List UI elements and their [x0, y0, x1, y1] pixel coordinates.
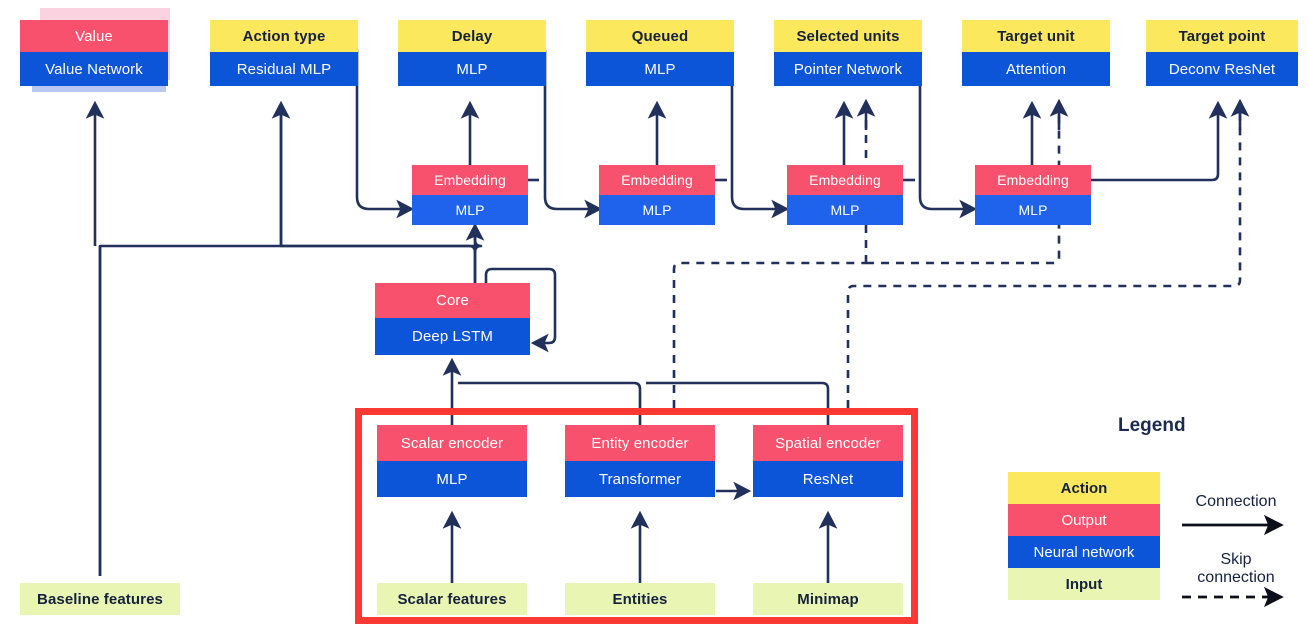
head-target-point-network-label: Deconv ResNet — [1146, 52, 1298, 86]
core-output-label: Core — [375, 283, 530, 318]
encoder-spatial-output-label: Spatial encoder — [753, 425, 903, 461]
head-target-point-action-label: Target point — [1146, 20, 1298, 52]
embedding-4[interactable]: Embedding MLP — [975, 165, 1091, 225]
embedding-2[interactable]: Embedding MLP — [599, 165, 715, 225]
embedding-1-network-label: MLP — [412, 195, 528, 225]
head-target-point[interactable]: Target point Deconv ResNet — [1146, 20, 1298, 86]
head-selected-units-network-label: Pointer Network — [774, 52, 922, 86]
legend-swatch-stack: Action Output Neural network Input — [1008, 472, 1160, 600]
head-delay-action-label: Delay — [398, 20, 546, 52]
head-value-action-label: Value — [20, 20, 168, 52]
input-entities[interactable]: Entities — [565, 583, 715, 615]
embedding-1-output-label: Embedding — [412, 165, 528, 195]
encoder-scalar[interactable]: Scalar encoder MLP — [377, 425, 527, 497]
legend-arrows — [1182, 514, 1284, 608]
encoder-entity[interactable]: Entity encoder Transformer — [565, 425, 715, 497]
encoder-spatial[interactable]: Spatial encoder ResNet — [753, 425, 903, 497]
head-delay[interactable]: Delay MLP — [398, 20, 546, 86]
embedding-3-network-label: MLP — [787, 195, 903, 225]
input-scalar-features-label: Scalar features — [377, 583, 527, 615]
encoder-entity-output-label: Entity encoder — [565, 425, 715, 461]
legend: Legend Action Output Neural network Inpu… — [980, 415, 1300, 620]
wire-embedding4-to-target-point — [1090, 100, 1228, 182]
embedding-4-network-label: MLP — [975, 195, 1091, 225]
skip-spatial-encoder-to-target-point — [846, 106, 1242, 408]
encoder-scalar-output-label: Scalar encoder — [377, 425, 527, 461]
head-queued-action-label: Queued — [586, 20, 734, 52]
embedding-1[interactable]: Embedding MLP — [412, 165, 528, 225]
head-selected-units-action-label: Selected units — [774, 20, 922, 52]
head-target-unit-action-label: Target unit — [962, 20, 1110, 52]
skip-entity-encoder-rail — [672, 261, 866, 408]
head-action-type-network-label: Residual MLP — [210, 52, 358, 86]
embedding-3-output-label: Embedding — [787, 165, 903, 195]
head-queued-network-label: MLP — [586, 52, 734, 86]
legend-skip-label-line2: connection — [1197, 569, 1275, 587]
input-scalar-features[interactable]: Scalar features — [377, 583, 527, 615]
embedding-3[interactable]: Embedding MLP — [787, 165, 903, 225]
input-minimap[interactable]: Minimap — [753, 583, 903, 615]
legend-skip-label: Skip connection — [1180, 551, 1292, 588]
input-entities-label: Entities — [565, 583, 715, 615]
encoder-entity-network-label: Transformer — [565, 461, 715, 497]
head-delay-network-label: MLP — [398, 52, 546, 86]
embedding-2-output-label: Embedding — [599, 165, 715, 195]
embedding-2-network-label: MLP — [599, 195, 715, 225]
encoder-scalar-network-label: MLP — [377, 461, 527, 497]
head-selected-units[interactable]: Selected units Pointer Network — [774, 20, 922, 86]
legend-skip-label-line1: Skip — [1220, 551, 1252, 568]
head-value[interactable]: Value Value Network — [20, 20, 168, 86]
encoder-spatial-network-label: ResNet — [753, 461, 903, 497]
input-minimap-label: Minimap — [753, 583, 903, 615]
input-baseline-features[interactable]: Baseline features — [20, 583, 180, 615]
embedding-4-output-label: Embedding — [975, 165, 1091, 195]
input-baseline-features-label: Baseline features — [20, 583, 180, 615]
head-target-unit[interactable]: Target unit Attention — [962, 20, 1110, 86]
head-target-unit-network-label: Attention — [962, 52, 1110, 86]
legend-swatch-output: Output — [1008, 504, 1160, 536]
head-action-type-action-label: Action type — [210, 20, 358, 52]
head-action-type[interactable]: Action type Residual MLP — [210, 20, 358, 86]
core-block[interactable]: Core Deep LSTM — [375, 283, 530, 355]
head-value-network-label: Value Network — [20, 52, 168, 86]
legend-swatch-neural-network: Neural network — [1008, 536, 1160, 568]
legend-connection-label: Connection — [1195, 493, 1277, 510]
legend-swatch-input: Input — [1008, 568, 1160, 600]
legend-swatch-action: Action — [1008, 472, 1160, 504]
legend-title: Legend — [1118, 415, 1186, 436]
core-network-label: Deep LSTM — [375, 318, 530, 355]
head-queued[interactable]: Queued MLP — [586, 20, 734, 86]
wire-core-to-embedding1-stub — [473, 232, 483, 283]
